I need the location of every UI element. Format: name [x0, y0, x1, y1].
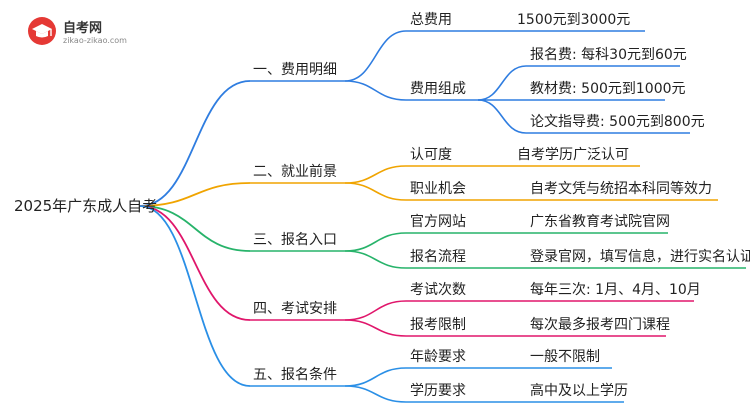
logo-title: 自考网 — [63, 21, 103, 36]
root-to-branch-connector — [139, 205, 251, 387]
leaf-registration-fee: 报名费: 每科30元到60元 — [530, 47, 687, 63]
branch-to-node-connector — [344, 30, 407, 82]
branch-registration-label: 三、报名入口 — [253, 232, 337, 248]
graduation-cap-icon — [28, 17, 56, 45]
branch-to-node-connector — [344, 250, 407, 269]
node-to-leaf-connector — [477, 99, 527, 134]
branch-to-node-connector — [344, 232, 407, 252]
leaf-age-requirement-value: 一般不限制 — [530, 349, 600, 365]
root-to-branch-connector — [139, 205, 251, 321]
node-career: 职业机会 — [410, 181, 466, 197]
branch-eligibility-label: 五、报名条件 — [253, 367, 337, 383]
node-age-requirement: 年龄要求 — [410, 349, 466, 365]
node-recognition: 认可度 — [410, 147, 452, 163]
branch-to-node-connector — [344, 182, 407, 201]
root-to-branch-connector — [139, 80, 251, 207]
root-to-branch-connector — [139, 182, 251, 207]
node-exam-count: 考试次数 — [410, 282, 466, 298]
root-node: 2025年广东成人自考 — [14, 197, 158, 215]
leaf-exam-limit-value: 每次最多报考四门课程 — [530, 317, 670, 333]
leaf-career-value: 自考文凭与统招本科同等效力 — [530, 181, 712, 197]
node-to-leaf-connector — [477, 65, 527, 101]
node-cost-breakdown: 费用组成 — [410, 81, 466, 97]
leaf-education-requirement-value: 高中及以上学历 — [530, 383, 628, 399]
node-registration-process: 报名流程 — [410, 249, 466, 265]
branch-to-node-connector — [344, 165, 407, 184]
leaf-registration-process-value: 登录官网，填写信息，进行实名认证 — [530, 249, 750, 265]
branch-to-node-connector — [344, 367, 407, 387]
branch-to-node-connector — [344, 300, 407, 321]
leaf-official-site-value: 广东省教育考试院官网 — [530, 214, 670, 230]
branch-to-node-connector — [344, 80, 407, 101]
branch-employment-label: 二、就业前景 — [253, 164, 337, 180]
branch-exam-label: 四、考试安排 — [253, 301, 337, 317]
branch-to-node-connector — [344, 319, 407, 337]
site-logo[interactable]: 自考网 zikao-zikao.com — [27, 16, 137, 50]
branch-cost-label: 一、费用明细 — [253, 62, 337, 78]
node-total-cost: 总费用 — [410, 12, 452, 28]
leaf-textbook-fee: 教材费: 500元到1000元 — [530, 81, 686, 97]
root-to-branch-connector — [139, 205, 251, 252]
logo-url: zikao-zikao.com — [63, 36, 127, 45]
node-official-site: 官方网站 — [410, 214, 466, 230]
node-education-requirement: 学历要求 — [410, 383, 466, 399]
leaf-exam-count-value: 每年三次: 1月、4月、10月 — [530, 282, 701, 298]
leaf-thesis-fee: 论文指导费: 500元到800元 — [530, 114, 705, 130]
leaf-recognition-value: 自考学历广泛认可 — [517, 147, 629, 163]
leaf-total-cost-value: 1500元到3000元 — [517, 12, 631, 28]
node-exam-limit: 报考限制 — [410, 317, 466, 333]
branch-to-node-connector — [344, 385, 407, 403]
